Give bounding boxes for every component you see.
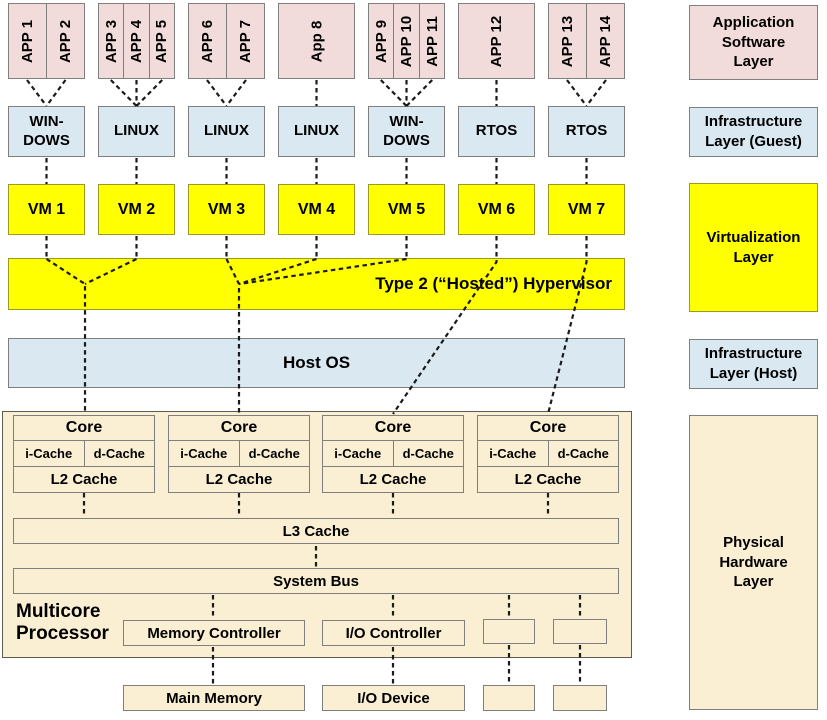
app-box: APP 5 <box>148 4 174 78</box>
legend-hardware-layer: Physical Hardware Layer <box>689 415 818 710</box>
app-label: APP 6 <box>199 19 216 63</box>
app-group-7: APP 13 APP 14 <box>548 3 625 79</box>
core-label: Core <box>374 419 412 436</box>
l2-cache-box: L2 Cache <box>478 466 618 492</box>
legend-guest-infra-layer: Infrastructure Layer (Guest) <box>689 107 818 157</box>
app-box: APP 1 <box>9 4 46 78</box>
app-box: APP 10 <box>393 4 418 78</box>
app-box: APP 2 <box>46 4 84 78</box>
peripheral-box-1 <box>483 619 535 644</box>
app-label: APP 2 <box>57 19 74 63</box>
io-controller-box: I/O Controller <box>322 620 465 646</box>
app-label: APP 12 <box>488 15 505 67</box>
core-1: Core i-Cache d-Cache L2 Cache <box>13 415 155 493</box>
app-label: APP 5 <box>153 19 171 63</box>
core-2: Core i-Cache d-Cache L2 Cache <box>168 415 310 493</box>
app-box: APP 12 <box>459 4 534 78</box>
app-group-5: APP 9 APP 10 APP 11 <box>368 3 445 79</box>
core-3: Core i-Cache d-Cache L2 Cache <box>322 415 464 493</box>
app-group-6: APP 12 <box>458 3 535 79</box>
app-box: APP 7 <box>226 4 264 78</box>
stack-column-3: APP 6 APP 7 LINUX VM 3 <box>188 0 265 240</box>
main-memory-box: Main Memory <box>123 685 305 711</box>
icache-box: i-Cache <box>478 441 549 466</box>
app-group-1: APP 1 APP 2 <box>8 3 85 79</box>
icache-box: i-Cache <box>169 441 240 466</box>
stack-column-5: APP 9 APP 10 APP 11 WIN- DOWS VM 5 <box>368 0 445 240</box>
device-box-1 <box>483 685 535 711</box>
app-label: APP 13 <box>559 15 576 67</box>
io-device-box: I/O Device <box>322 685 465 711</box>
app-label: APP 10 <box>398 15 415 67</box>
vm-box-7: VM 7 <box>548 184 625 235</box>
stack-column-2: APP 3 APP 4 APP 5 LINUX VM 2 <box>98 0 175 240</box>
app-box: APP 4 <box>123 4 148 78</box>
app-label: APP 1 <box>19 19 36 63</box>
l3-cache-bar: L3 Cache <box>13 518 619 544</box>
stack-column-1: APP 1 APP 2 WIN- DOWS VM 1 <box>8 0 85 240</box>
vm-box-5: VM 5 <box>368 184 445 235</box>
system-bus-bar: System Bus <box>13 568 619 594</box>
app-label: APP 7 <box>237 19 254 63</box>
os-box-linux-2: LINUX <box>188 106 265 157</box>
dcache-box: d-Cache <box>248 446 300 461</box>
core-label: Core <box>220 419 258 436</box>
os-box-rtos-1: RTOS <box>458 106 535 157</box>
app-box: APP 13 <box>549 4 586 78</box>
dcache-box: d-Cache <box>557 446 609 461</box>
app-box: APP 14 <box>586 4 624 78</box>
legend-virtualization-layer: Virtualization Layer <box>689 183 818 312</box>
memory-controller-box: Memory Controller <box>123 620 305 646</box>
app-group-4: App 8 <box>278 3 355 79</box>
app-label: APP 9 <box>372 19 390 63</box>
dcache-box: d-Cache <box>402 446 454 461</box>
os-box-linux-1: LINUX <box>98 106 175 157</box>
os-box-windows-1: WIN- DOWS <box>8 106 85 157</box>
processor-label: Multicore Processor <box>16 601 109 644</box>
app-box: APP 3 <box>99 4 123 78</box>
stack-column-6: APP 12 RTOS VM 6 <box>458 0 535 240</box>
stack-column-7: APP 13 APP 14 RTOS VM 7 <box>548 0 625 240</box>
core-label: Core <box>65 419 103 436</box>
stack-column-4: App 8 LINUX VM 4 <box>278 0 355 240</box>
l2-cache-box: L2 Cache <box>169 466 309 492</box>
l2-cache-box: L2 Cache <box>323 466 463 492</box>
os-box-linux-3: LINUX <box>278 106 355 157</box>
app-box: APP 11 <box>418 4 444 78</box>
app-label: APP 3 <box>102 19 120 63</box>
icache-box: i-Cache <box>14 441 85 466</box>
host-os-bar: Host OS <box>8 338 625 388</box>
vm-box-3: VM 3 <box>188 184 265 235</box>
app-box: APP 6 <box>189 4 226 78</box>
vm-box-1: VM 1 <box>8 184 85 235</box>
peripheral-box-2 <box>553 619 607 644</box>
legend-application-layer: Application Software Layer <box>689 5 818 80</box>
app-label: APP 14 <box>597 15 614 67</box>
icache-box: i-Cache <box>323 441 394 466</box>
core-4: Core i-Cache d-Cache L2 Cache <box>477 415 619 493</box>
app-box: App 8 <box>279 4 354 78</box>
app-box: APP 9 <box>369 4 393 78</box>
os-box-rtos-2: RTOS <box>548 106 625 157</box>
app-group-3: APP 6 APP 7 <box>188 3 265 79</box>
legend-host-infra-layer: Infrastructure Layer (Host) <box>689 339 818 389</box>
os-box-windows-2: WIN- DOWS <box>368 106 445 157</box>
l2-cache-box: L2 Cache <box>14 466 154 492</box>
app-label: APP 4 <box>128 19 145 63</box>
device-box-2 <box>553 685 607 711</box>
hypervisor-bar: Type 2 (“Hosted”) Hypervisor <box>8 258 625 310</box>
app-label: App 8 <box>307 20 325 62</box>
vm-box-2: VM 2 <box>98 184 175 235</box>
core-label: Core <box>529 419 567 436</box>
dcache-box: d-Cache <box>93 446 145 461</box>
vm-box-4: VM 4 <box>278 184 355 235</box>
app-group-2: APP 3 APP 4 APP 5 <box>98 3 175 79</box>
app-label: APP 11 <box>423 15 441 67</box>
vm-box-6: VM 6 <box>458 184 535 235</box>
